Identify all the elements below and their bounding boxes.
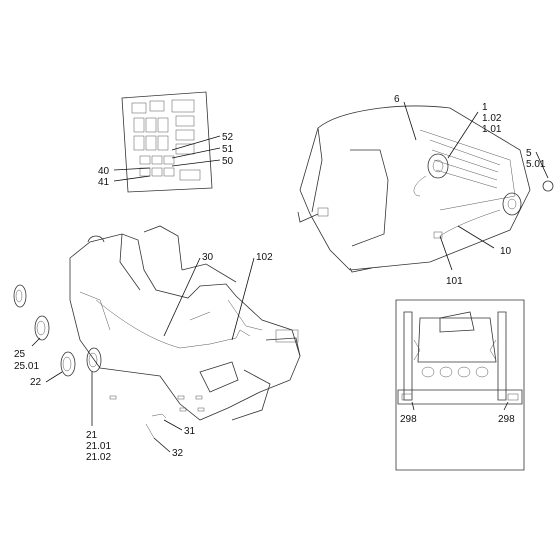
callout-30: 30 xyxy=(202,252,214,263)
callout-1: 1 xyxy=(482,102,488,113)
callout-51: 51 xyxy=(222,144,234,155)
callout-5-01: 5.01 xyxy=(526,159,546,170)
callout-10: 10 xyxy=(500,246,512,257)
callout-21-02: 21.02 xyxy=(86,452,111,463)
front-view xyxy=(395,299,525,471)
callout-21-01: 21.01 xyxy=(86,441,111,452)
callout-25: 25 xyxy=(14,349,26,360)
callout-50: 50 xyxy=(222,156,234,167)
callout-31: 31 xyxy=(184,426,196,437)
leader-lines xyxy=(31,101,549,453)
lamp-25-01 xyxy=(34,315,50,341)
work-lamp-top xyxy=(413,153,554,239)
callout-labels: 6 1 1.02 1.01 5 5.01 10 101 52 51 50 40 … xyxy=(14,94,546,463)
callout-1-02: 1.02 xyxy=(482,113,502,124)
callout-298-left: 298 xyxy=(400,414,417,425)
fender-body xyxy=(69,225,301,421)
lamp-21 xyxy=(86,347,102,373)
callout-52: 52 xyxy=(222,132,234,143)
callout-102: 102 xyxy=(256,252,273,263)
callout-6: 6 xyxy=(394,94,400,105)
callout-32: 32 xyxy=(172,448,184,459)
hood-assembly xyxy=(297,105,531,273)
callout-1-01: 1.01 xyxy=(482,124,502,135)
lamp-25 xyxy=(13,284,27,308)
callout-5: 5 xyxy=(526,148,532,159)
lamp-21-01 xyxy=(60,351,76,377)
callout-101: 101 xyxy=(446,276,463,287)
relay-board xyxy=(121,91,213,193)
callout-21: 21 xyxy=(86,430,98,441)
callout-298-right: 298 xyxy=(498,414,515,425)
callout-22: 22 xyxy=(30,377,42,388)
callout-25-01: 25.01 xyxy=(14,361,39,372)
callout-41: 41 xyxy=(98,177,110,188)
callout-40: 40 xyxy=(98,166,110,177)
fasteners xyxy=(109,395,205,439)
